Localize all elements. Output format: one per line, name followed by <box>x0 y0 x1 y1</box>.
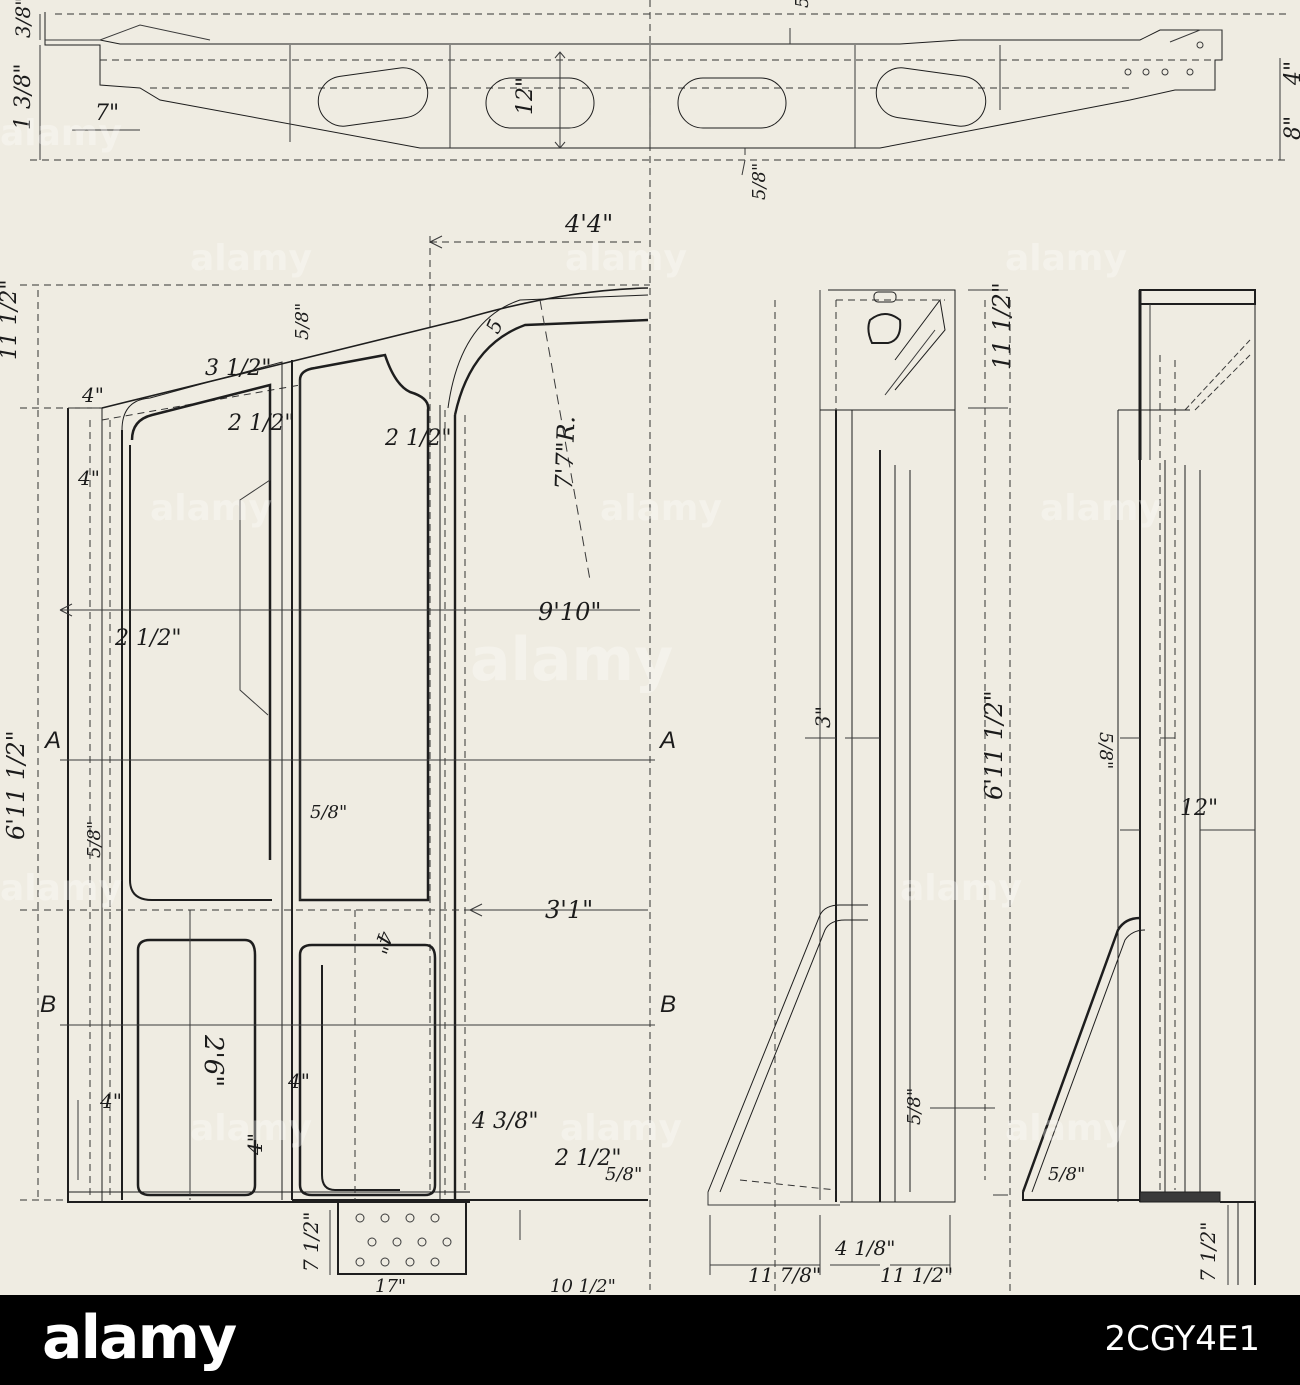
dim-3-1: 3'1" <box>545 896 593 924</box>
dim-17: 17" <box>375 1276 406 1295</box>
dim-2-half-a: 2 1/2" <box>227 411 295 436</box>
dim-top-1-3-8: 1 3/8" <box>11 63 36 130</box>
dim-top-8: 8" <box>1281 116 1300 140</box>
watermark-9: alamy <box>0 868 122 909</box>
dim-3-side: 3" <box>811 706 835 728</box>
watermark-4: alamy <box>1005 238 1127 279</box>
watermarks: alamy alamy alamy alamy alamy alamy alam… <box>0 113 1162 1149</box>
dim-11-half-bottom: 11 1/2" <box>880 1263 953 1287</box>
dim-5-8-left: 5/8" <box>84 821 105 858</box>
watermark-3: alamy <box>565 238 687 279</box>
dim-5-8-upper: 5/8" <box>292 303 313 340</box>
dim-5-8-mid: 5/8" <box>310 802 347 823</box>
dim-3-half: 3 1/2" <box>205 356 272 381</box>
side-view-right: 5/8" 12" 5/8" 7 1/2" <box>1009 289 1256 1295</box>
dim-4-low-a: 4" <box>99 1089 122 1113</box>
dim-6-11-half-left: 6'11 1/2" <box>2 730 30 840</box>
dim-2-half-b: 2 1/2" <box>384 426 452 451</box>
dim-11-7-8: 11 7/8" <box>748 1263 821 1287</box>
dim-line-4-4: 4'4" <box>429 210 645 1190</box>
side-view-left: 11 1/2" 3" 6'11 1/2" 5/8" 11 7/8" 4 1/8"… <box>707 282 1016 1295</box>
section-b-left: B <box>40 991 56 1018</box>
top-plan-view: 3/8" 1 3/8" 7" 12" 5/8" 5/8" 4" 8" <box>11 0 1300 1290</box>
dim-4-upper: 4" <box>81 383 104 407</box>
dim-top-4: 4" <box>1281 61 1300 86</box>
dim-top-5-8-b: 5/8" <box>749 163 770 200</box>
dim-7-half-right: 7 1/2" <box>1196 1222 1220 1282</box>
dim-5-8-low: 5/8" <box>605 1164 642 1185</box>
dim-5: 5 <box>481 315 508 337</box>
dim-4-4: 4'4" <box>564 210 613 238</box>
dim-4-mid: 4" <box>77 466 100 490</box>
main-elevation <box>20 284 655 1275</box>
watermark-6: alamy <box>600 488 722 529</box>
section-a-right: A <box>658 727 676 754</box>
dim-5-8-right: 5/8" <box>1095 732 1116 769</box>
dim-7-half-left: 7 1/2" <box>299 1212 323 1272</box>
watermark-1: alamy <box>0 113 122 154</box>
dim-4-low-c: 4" <box>243 1133 267 1156</box>
dim-4-3-8: 4 3/8" <box>471 1109 539 1134</box>
dim-9-10: 9'10" <box>538 598 601 626</box>
stock-image-id: 2CGY4E1 <box>1104 1319 1260 1359</box>
watermark-8: alamy <box>470 625 673 695</box>
watermark-7: alamy <box>1040 488 1162 529</box>
dim-7-7-r: 7'7"R. <box>550 415 581 490</box>
watermark-5: alamy <box>150 488 272 529</box>
dim-5-8-right-low: 5/8" <box>1048 1164 1085 1185</box>
dim-4-low-b: 4" <box>287 1069 310 1093</box>
dim-4-rot: 4" <box>368 927 398 957</box>
dim-12-right: 12" <box>1180 796 1218 821</box>
section-a-left: A <box>43 727 61 754</box>
dim-11-half-side: 11 1/2" <box>988 282 1016 370</box>
engineering-drawing: 3/8" 1 3/8" 7" 12" 5/8" 5/8" 4" 8" 4'4" <box>0 0 1300 1295</box>
dim-top-12: 12" <box>513 77 538 115</box>
dim-6-11-half-side: 6'11 1/2" <box>980 690 1008 800</box>
watermark-13: alamy <box>1005 1108 1127 1149</box>
dim-10-half: 10 1/2" <box>550 1276 616 1295</box>
dim-top-5-8-a: 5/8" <box>792 0 813 8</box>
brand-logo[interactable]: alamy <box>42 1303 237 1373</box>
dim-4-1-8: 4 1/8" <box>834 1236 895 1260</box>
dim-11-half-left: 11 1/2" <box>0 279 22 360</box>
dim-5-8-side: 5/8" <box>904 1088 925 1125</box>
dim-top-3-8: 3/8" <box>11 0 35 38</box>
dim-2-half-d: 2 1/2" <box>554 1146 622 1171</box>
watermark-10: alamy <box>900 868 1022 909</box>
dim-top-7: 7" <box>95 101 119 126</box>
watermark-11: alamy <box>190 1108 312 1149</box>
watermark-2: alamy <box>190 238 312 279</box>
footer-bar: alamy 2CGY4E1 <box>0 1295 1300 1385</box>
section-b-right: B <box>660 991 676 1018</box>
watermark-12: alamy <box>560 1108 682 1149</box>
dim-2-half-c: 2 1/2" <box>114 626 182 651</box>
dim-2-6: 2'6" <box>198 1034 228 1087</box>
